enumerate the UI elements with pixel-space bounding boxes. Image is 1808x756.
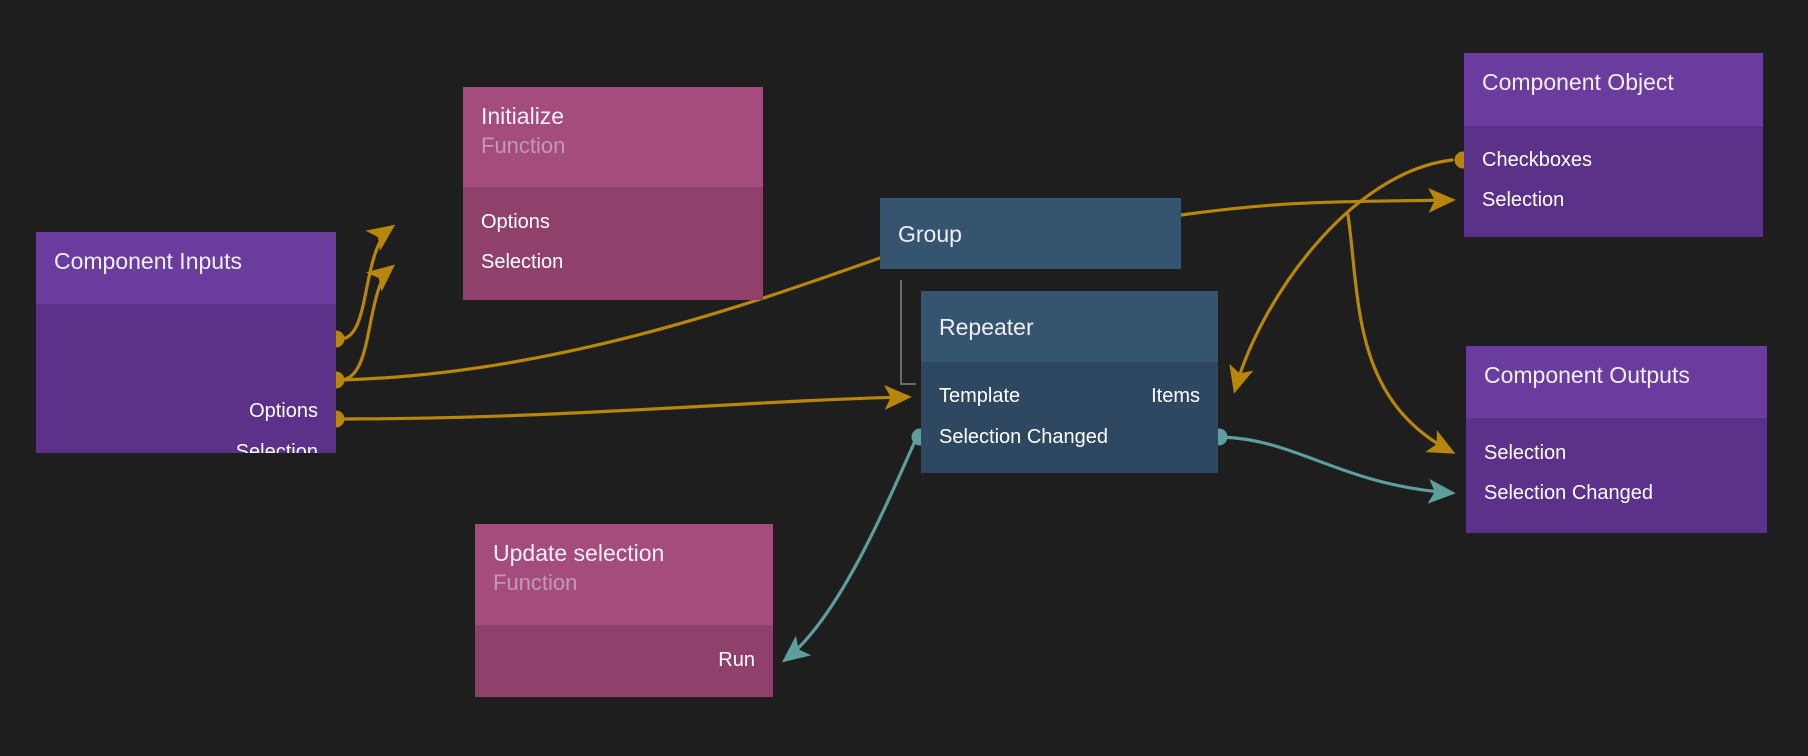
port-label-object-selection: Selection [1482, 189, 1565, 211]
node-header-update-selection: Update selection Function [475, 524, 773, 625]
node-update-selection[interactable]: Update selection Function Run [475, 524, 773, 697]
node-header-component-inputs: Component Inputs [36, 232, 336, 304]
wire-component-object-to-component-outputs-selection [1346, 213, 1456, 454]
node-body-component-object: Checkboxes Selection [1464, 126, 1763, 237]
port-row-object-checkboxes[interactable]: Checkboxes [1464, 148, 1763, 172]
port-label-repeater-selection-changed: Selection Changed [939, 426, 1109, 448]
wire-group-to-component-object-selection [1179, 187, 1456, 217]
port-label-repeater-items: Items [1151, 385, 1200, 407]
wire-repeater-selection-changed-to-outputs-selection-changed [1220, 435, 1456, 504]
node-header-group: Group [880, 198, 1181, 269]
port-row-initialize-options[interactable]: Options [463, 210, 763, 234]
port-label-initialize-selection: Selection [481, 251, 564, 273]
node-header-initialize: Initialize Function [463, 87, 763, 187]
node-title-component-inputs: Component Inputs [54, 248, 242, 274]
node-title-update-selection: Update selection [493, 540, 665, 566]
wire-repeater-selection-changed-to-update-selection-run [781, 439, 917, 663]
wire-component-object-checkboxes-to-repeater-items [1229, 158, 1454, 394]
port-label-update-selection-run: Run [718, 649, 755, 671]
port-label-inputs-selection: Selection [235, 441, 318, 453]
port-row-inputs-selection[interactable]: Selection [36, 440, 336, 453]
port-label-initialize-options: Options [481, 211, 550, 233]
port-label-object-checkboxes: Checkboxes [1482, 149, 1593, 171]
group-child-bracket [900, 280, 916, 385]
port-row-outputs-selection[interactable]: Selection [1466, 441, 1767, 465]
node-initialize[interactable]: Initialize Function Options Selection [463, 87, 763, 300]
node-repeater[interactable]: Repeater Template Items Selection Change… [921, 291, 1218, 473]
port-row-inputs-options[interactable]: Options [36, 399, 336, 423]
port-row-repeater-selection-changed[interactable]: Selection Changed [921, 425, 1218, 449]
port-row-outputs-selection-changed[interactable]: Selection Changed [1466, 481, 1767, 505]
node-subtitle-initialize: Function [481, 133, 566, 158]
wire-inputs-checkbox-template-to-repeater-template [338, 385, 912, 421]
wire-inputs-options-to-initialize-options [338, 224, 396, 341]
node-body-update-selection: Run [475, 625, 773, 697]
node-title-initialize: Initialize [481, 103, 565, 129]
node-title-repeater: Repeater [939, 313, 1034, 340]
node-header-component-object: Component Object [1464, 53, 1763, 126]
node-body-component-outputs: Selection Selection Changed [1466, 418, 1767, 533]
node-group[interactable]: Group [880, 198, 1181, 269]
node-title-component-object: Component Object [1482, 69, 1674, 95]
port-row-object-selection[interactable]: Selection [1464, 188, 1763, 212]
node-subtitle-update-selection: Function [493, 570, 578, 595]
port-label-outputs-selection-changed: Selection Changed [1484, 482, 1654, 504]
node-header-component-outputs: Component Outputs [1466, 346, 1767, 418]
node-title-component-outputs: Component Outputs [1484, 362, 1690, 388]
port-row-repeater-template-items[interactable]: Template Items [921, 384, 1218, 408]
node-body-initialize: Options Selection [463, 187, 763, 300]
node-header-repeater: Repeater [921, 291, 1218, 362]
node-component-inputs[interactable]: Component Inputs Options Selection Check… [36, 232, 336, 453]
node-body-repeater: Template Items Selection Changed [921, 362, 1218, 473]
node-title-group: Group [898, 220, 962, 247]
node-body-component-inputs: Options Selection Checkbox Template [36, 304, 336, 453]
node-component-outputs[interactable]: Component Outputs Selection Selection Ch… [1466, 346, 1767, 533]
node-component-object[interactable]: Component Object Checkboxes Selection [1464, 53, 1763, 237]
port-label-repeater-template: Template [939, 385, 1021, 407]
port-label-inputs-options: Options [249, 400, 318, 422]
port-row-initialize-selection[interactable]: Selection [463, 250, 763, 274]
port-row-update-selection-run[interactable]: Run [475, 648, 773, 672]
wire-inputs-selection-to-initialize-selection [338, 264, 395, 382]
port-label-outputs-selection: Selection [1484, 442, 1567, 464]
